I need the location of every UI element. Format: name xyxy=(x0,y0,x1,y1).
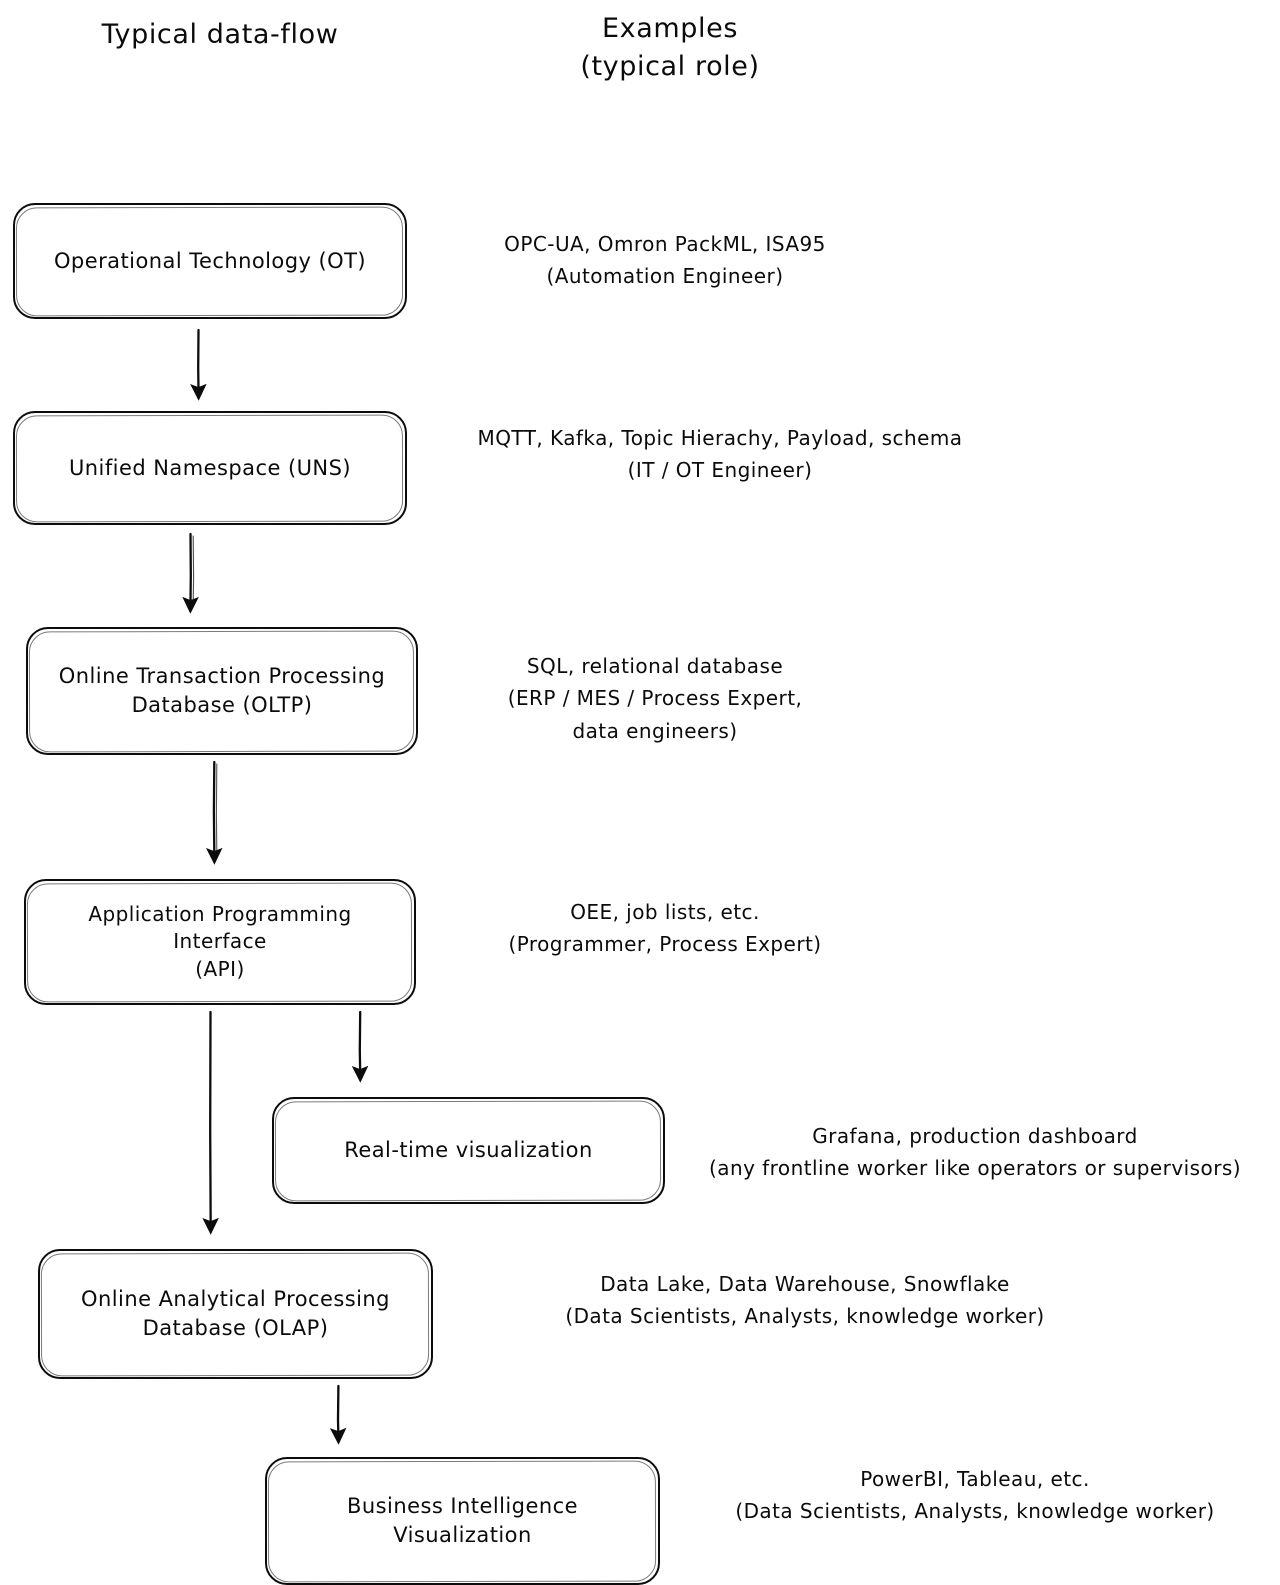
node-application-programming-interface[interactable]: Application Programming Interface (API) xyxy=(24,879,416,1005)
node-label: Online Analytical Processing Database (O… xyxy=(81,1287,390,1340)
example-text-api: OEE, job lists, etc. (Programmer, Proces… xyxy=(508,900,822,957)
node-label: Application Programming Interface (API) xyxy=(88,901,352,981)
column-heading-examples: Examples (typical role) xyxy=(580,13,760,83)
example-text-real-time-visualization: Grafana, production dashboard (any front… xyxy=(709,1124,1241,1181)
node-operational-technology[interactable]: Operational Technology (OT) xyxy=(13,203,407,319)
node-label: Online Transaction Processing Database (… xyxy=(58,664,386,717)
arrow-oltp-to-api xyxy=(205,760,223,865)
node-oltp-database[interactable]: Online Transaction Processing Database (… xyxy=(26,627,418,755)
node-unified-namespace[interactable]: Unified Namespace (UNS) xyxy=(13,411,407,525)
arrow-uns-to-oltp-sketch xyxy=(192,535,195,607)
node-label: Operational Technology (OT) xyxy=(53,248,367,273)
example-text-unified-namespace: MQTT, Kafka, Topic Hierachy, Payload, sc… xyxy=(477,426,963,483)
arrow-api-to-rtv xyxy=(351,1010,369,1083)
node-real-time-visualization[interactable]: Real-time visualization xyxy=(272,1097,665,1204)
node-label: Unified Namespace (UNS) xyxy=(68,455,352,480)
node-olap-database[interactable]: Online Analytical Processing Database (O… xyxy=(38,1249,433,1379)
column-heading-typical-data-flow: Typical data-flow xyxy=(101,19,339,50)
arrow-olap-to-bi xyxy=(329,1384,347,1445)
example-text-operational-technology: OPC-UA, Omron PackML, ISA95 (Automation … xyxy=(504,232,826,289)
node-business-intelligence-visualization[interactable]: Business Intelligence Visualization xyxy=(265,1457,660,1585)
node-label: Real-time visualization xyxy=(344,1138,593,1163)
node-label: Business Intelligence Visualization xyxy=(347,1494,578,1547)
arrow-api-to-olap xyxy=(202,1010,219,1235)
arrow-oltp-to-api-sketch xyxy=(215,763,218,859)
example-text-business-intelligence: PowerBI, Tableau, etc. (Data Scientists,… xyxy=(735,1467,1215,1524)
example-text-oltp: SQL, relational database (ERP / MES / Pr… xyxy=(507,654,803,743)
example-text-olap: Data Lake, Data Warehouse, Snowflake (Da… xyxy=(565,1272,1045,1329)
